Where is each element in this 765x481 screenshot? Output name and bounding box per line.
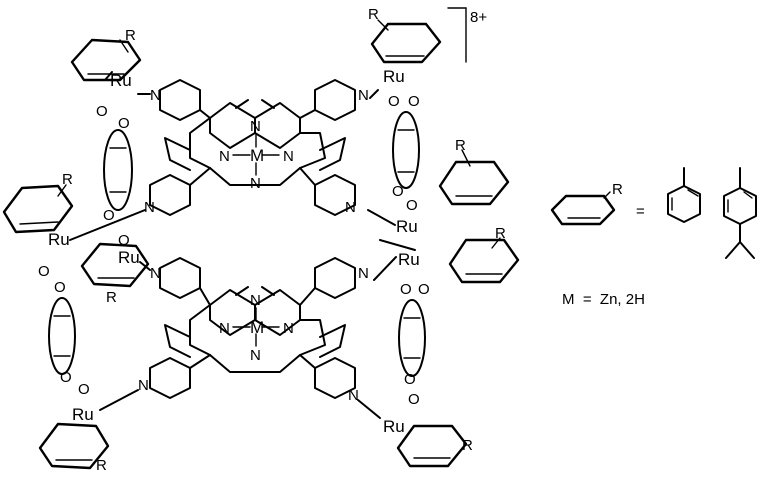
generic-arene-icon bbox=[550, 194, 616, 226]
charge-bracket: 8+ bbox=[447, 7, 487, 63]
metal-definition: M = Zn, 2H bbox=[562, 291, 645, 308]
p-cymene-icon bbox=[723, 187, 757, 225]
legend-substituent: R bbox=[612, 181, 623, 198]
pyridine-n-top-right: N bbox=[358, 87, 369, 104]
oxygen-right-bottom-1: O bbox=[400, 281, 412, 298]
substituent-r-bottom-left: R bbox=[96, 457, 107, 474]
ru-bottom-right: Ru bbox=[383, 417, 405, 436]
ru-lower-right: Ru bbox=[398, 250, 420, 269]
oxygen-left-bottom-3: O bbox=[60, 369, 72, 386]
oxygen-right-top-3: O bbox=[392, 183, 404, 200]
pyridine-n-mid-left: N bbox=[144, 199, 155, 216]
oxygen-left-top-1: O bbox=[96, 103, 108, 120]
substituent-r-left: R bbox=[62, 171, 73, 188]
oxygen-left-bottom-1: O bbox=[38, 263, 50, 280]
substituent-r-top-right: R bbox=[368, 6, 379, 23]
oxygen-right-bottom-3: O bbox=[404, 371, 416, 388]
bottom-porphyrin-n-north: N bbox=[250, 292, 261, 309]
substituent-r-lower-right: R bbox=[495, 225, 506, 242]
legend: R = M = Zn, 2H bbox=[550, 167, 757, 308]
bottom-porphyrin-n-south: N bbox=[250, 347, 261, 364]
top-porphyrin: N N N N M N N N N bbox=[144, 79, 369, 216]
oxygen-right-top-4: O bbox=[406, 197, 418, 214]
substituent-r-bottom-right: R bbox=[462, 437, 473, 454]
ru-bottom-left: Ru bbox=[72, 405, 94, 424]
oxygen-right-top-1: O bbox=[388, 93, 400, 110]
pyridine-n-mid-right: N bbox=[345, 199, 356, 216]
bottom-porphyrin-n-east: N bbox=[283, 320, 294, 337]
charge-label: 8+ bbox=[470, 9, 487, 26]
top-porphyrin-metal: M bbox=[250, 146, 264, 165]
oxygen-left-bottom-2: O bbox=[54, 279, 66, 296]
ru-left: Ru bbox=[48, 230, 70, 249]
ru-inner-left: Ru bbox=[118, 248, 140, 267]
toluene-icon bbox=[667, 185, 701, 223]
oxygen-right-top-2: O bbox=[408, 93, 420, 110]
substituent-r-mid-right: R bbox=[455, 137, 466, 154]
bottom-porphyrin: N N N N M N N N N bbox=[138, 257, 369, 404]
ruthenium-corners: Ru R Ru R Ru R Ru R Ru R Ru R bbox=[2, 6, 520, 474]
bottom-porphyrin-metal: M bbox=[250, 318, 264, 337]
pyridine-n-lower-right: N bbox=[358, 265, 369, 282]
oxygen-left-top-3: O bbox=[103, 207, 115, 224]
top-porphyrin-n-west: N bbox=[219, 148, 230, 165]
bottom-porphyrin-n-west: N bbox=[219, 320, 230, 337]
substituent-r-inner-left: R bbox=[106, 289, 117, 306]
oxygen-right-bottom-4: O bbox=[408, 391, 420, 408]
top-porphyrin-n-east: N bbox=[283, 148, 294, 165]
oxygen-right-bottom-2: O bbox=[418, 281, 430, 298]
pyridine-n-bottom-right: N bbox=[348, 387, 359, 404]
bridging-ligands: O O O O O O O O O O O O O O O O bbox=[38, 93, 430, 408]
pyridine-n-lower-left: N bbox=[150, 265, 161, 282]
ru-mid-right: Ru bbox=[396, 217, 418, 236]
top-porphyrin-n-north: N bbox=[250, 118, 261, 135]
legend-equals: = bbox=[636, 203, 645, 220]
oxygen-left-top-2: O bbox=[118, 115, 130, 132]
top-porphyrin-n-south: N bbox=[250, 175, 261, 192]
pyridine-n-top-left: N bbox=[150, 87, 161, 104]
ru-top-right: Ru bbox=[383, 67, 405, 86]
pyridine-n-bottom-left: N bbox=[138, 377, 149, 394]
oxygen-left-bottom-4: O bbox=[78, 381, 90, 398]
substituent-r-top-left: R bbox=[125, 27, 136, 44]
ru-top-left: Ru bbox=[110, 71, 132, 90]
oxygen-left-top-4: O bbox=[118, 232, 130, 249]
